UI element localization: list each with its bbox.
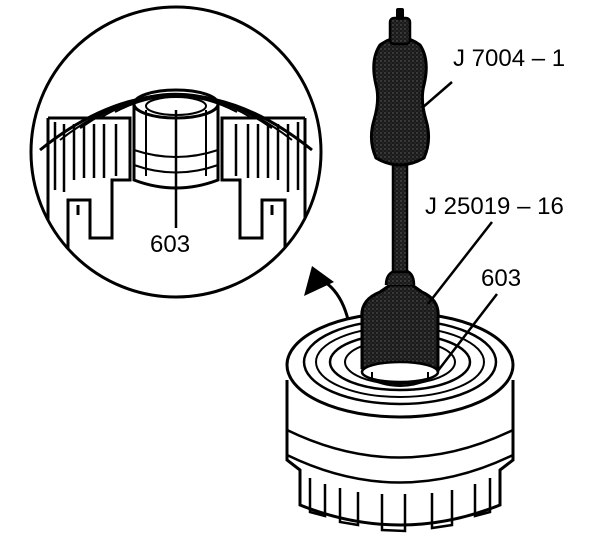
- tool-shaft: [391, 158, 409, 274]
- leader-line-j7004: [421, 81, 453, 109]
- tool-slide-hammer-grip: [369, 8, 431, 167]
- tool-label-j7004: J 7004 – 1: [453, 45, 565, 72]
- leader-line-j25019: [427, 221, 493, 305]
- detail-view: 603: [29, 5, 323, 299]
- tool-adapter: [360, 268, 440, 387]
- leader-line-main: [436, 293, 498, 373]
- part-label-main: 603: [481, 265, 521, 292]
- part-label-detail: 603: [150, 231, 190, 258]
- tool-label-j25019: J 25019 – 16: [425, 193, 564, 220]
- callouts: J 7004 – 1 J 25019 – 16 603: [421, 45, 565, 373]
